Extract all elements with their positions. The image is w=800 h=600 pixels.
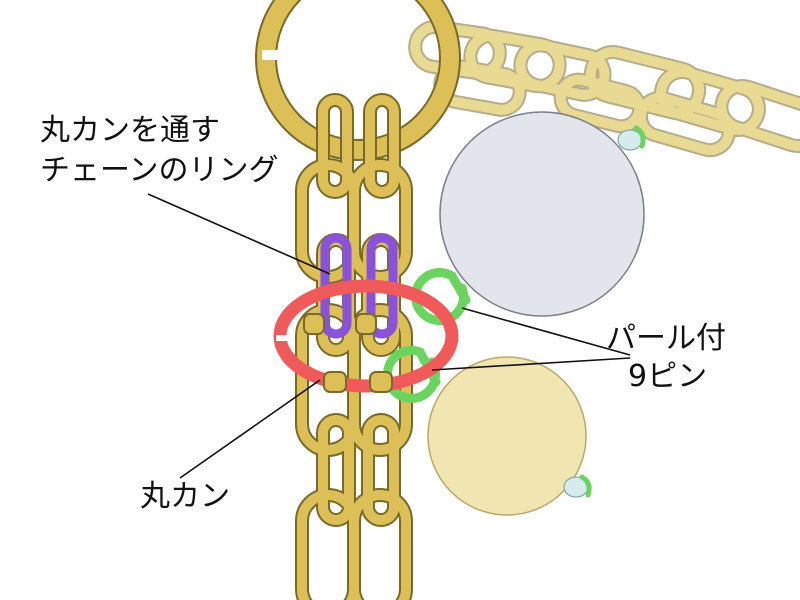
- jump-ring: [273, 279, 459, 393]
- pearl-grey: [439, 111, 646, 317]
- nine-pin-loops: [383, 268, 471, 403]
- label-jump-ring: 丸カン: [140, 479, 230, 514]
- leader-line-jump-ring: [179, 379, 321, 479]
- leader-line-ring: [147, 193, 331, 275]
- leader-lines: [147, 193, 631, 479]
- top-split-ring: [255, 0, 461, 161]
- label-pin-line1: パール付: [606, 321, 726, 356]
- label-pin-line2: 9ピン: [628, 359, 708, 394]
- leader-line-pin-lower: [431, 357, 631, 371]
- main-chain: [295, 93, 413, 600]
- leader-line-pin-upper: [461, 307, 631, 356]
- label-ring-line2: チェーンのリング: [40, 153, 279, 188]
- pearl-cream: [427, 356, 592, 516]
- label-ring-line1: 丸カンを通す: [40, 113, 220, 148]
